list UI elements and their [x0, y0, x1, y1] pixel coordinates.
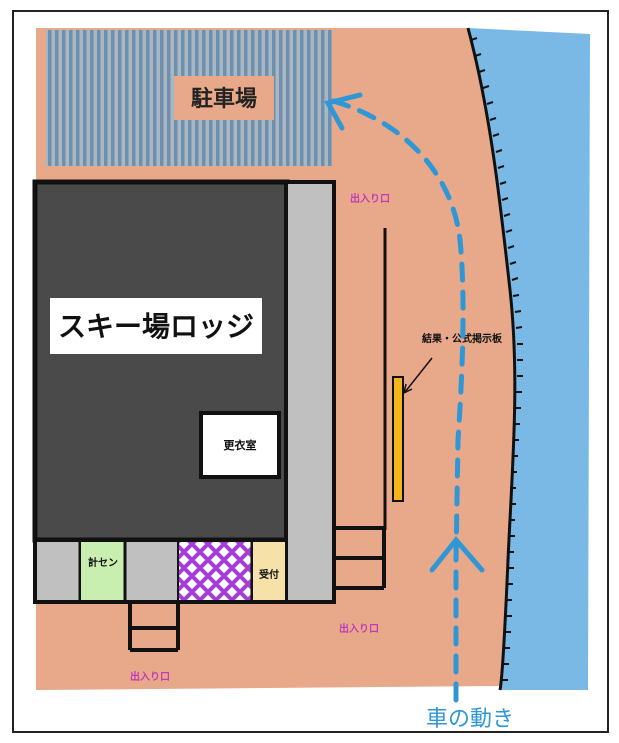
- pointer-arrow-icon: [404, 357, 433, 393]
- parking-stripe: [314, 30, 318, 166]
- reception: [253, 542, 285, 600]
- parking-stripe: [69, 30, 73, 166]
- parking-stripe: [279, 30, 283, 166]
- entrance-steps-bottom: [128, 604, 180, 652]
- parking-stripe: [62, 30, 66, 166]
- parking-label: 駐車場: [191, 86, 257, 112]
- river-area: [468, 28, 590, 690]
- corridor: [284, 180, 336, 604]
- timing-center-label: 計セン: [88, 556, 118, 569]
- parking-stripe: [300, 30, 304, 166]
- parking-stripe: [111, 30, 115, 166]
- shoreline: [466, 27, 517, 691]
- parking-stripe: [132, 30, 136, 166]
- parking-stripe: [167, 30, 171, 166]
- car-flow-head-top: [324, 92, 363, 131]
- parking-stripe: [97, 30, 101, 166]
- pointer-arrow-head: [403, 383, 413, 394]
- shoreline-ticks: [470, 37, 523, 681]
- car-flow-label: 車の動き: [426, 707, 514, 732]
- parking-stripe: [328, 30, 332, 166]
- parking-stripe: [125, 30, 129, 166]
- parking-stripe: [76, 30, 80, 166]
- entrance-steps-right: [334, 526, 386, 590]
- reception-label: 受付: [259, 568, 279, 581]
- changing-room-label: 更衣室: [224, 438, 257, 452]
- car-flow-head-bottom: [429, 536, 485, 573]
- parking-label-bg: [174, 76, 274, 120]
- parking-stripe: [293, 30, 297, 166]
- lodge-main: [32, 179, 290, 543]
- ski-lodge: スキー場ロッジ 更衣室 計セン 受付: [32, 179, 336, 604]
- parking-stripe: [104, 30, 108, 166]
- parking-stripe: [307, 30, 311, 166]
- parking-stripe: [153, 30, 157, 166]
- entrance-label-bottom: 出入り口: [130, 670, 170, 683]
- parking-stripe: [286, 30, 290, 166]
- results-board: [392, 376, 404, 502]
- parking-lot: 駐車場: [46, 30, 332, 166]
- parking-stripe: [48, 30, 52, 166]
- parking-stripe: [90, 30, 94, 166]
- parking-stripe: [118, 30, 122, 166]
- parking-stripe: [146, 30, 150, 166]
- dashed-arrow-icon: [324, 92, 485, 703]
- changing-room: [199, 411, 281, 479]
- parking-stripe: [160, 30, 164, 166]
- timing-center: [81, 542, 125, 600]
- entrance-label-top: 出入り口: [350, 192, 390, 205]
- parking-stripe: [83, 30, 87, 166]
- parking-stripe: [139, 30, 143, 166]
- lodge-title: スキー場ロッジ: [58, 310, 254, 343]
- lattice-room: [179, 542, 251, 600]
- parking-stripe: [321, 30, 325, 166]
- lodge-title-box: [50, 298, 262, 354]
- entrance-label-right: 出入り口: [339, 622, 379, 635]
- parking-stripe: [55, 30, 59, 166]
- car-flow-path: [327, 97, 466, 703]
